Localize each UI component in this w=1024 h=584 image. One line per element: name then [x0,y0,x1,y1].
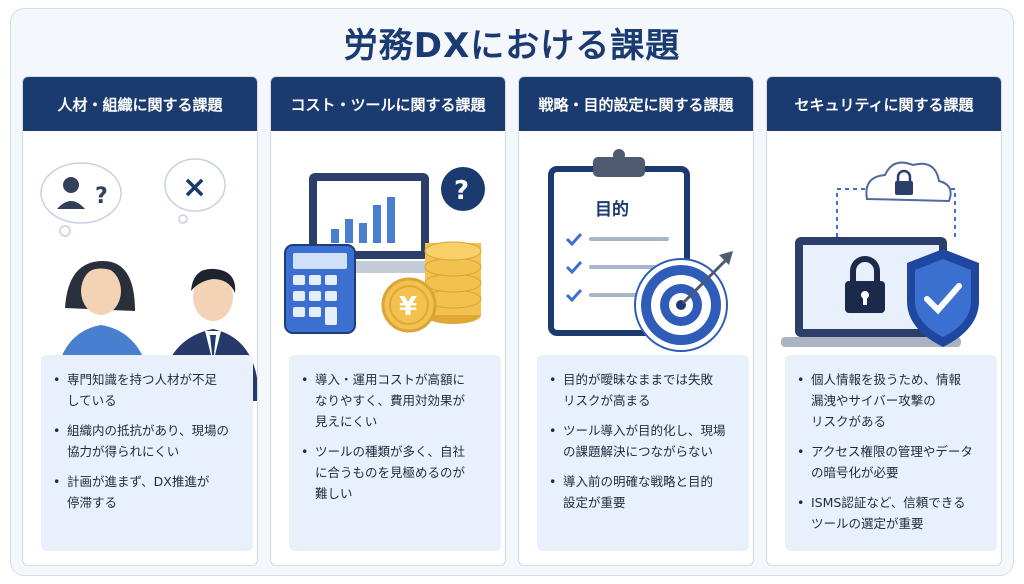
cost-illustration: ? ¥ [284,167,485,334]
coin-symbol-text: ¥ [399,292,417,322]
card-title: セキュリティに関する課題 [767,77,1001,131]
card-people-organization: 人材・組織に関する課題 ? × [22,76,258,566]
list-item: •計画が進まず、DX推進が 停滞する [53,474,210,510]
clipboard-label: 目的 [595,199,629,220]
card-title: 人材・組織に関する課題 [23,77,257,131]
question-circle-icon: ? [441,167,485,211]
security-illustration [781,161,979,347]
list-item: •アクセス権限の管理やデータ の暗号化が必要 [797,444,973,480]
coin-icon: ¥ [381,277,437,333]
card-cost-tools: コスト・ツールに関する課題 ? [270,76,506,566]
strategy-illustration: 目的 [548,149,733,352]
card-text-box: •専門知識を持つ人材が不足 している •組織内の抵抗があり、現場の 協力が得られ… [41,355,253,551]
target-icon [634,251,733,352]
card-title: コスト・ツールに関する課題 [271,77,505,131]
card-text-box: •個人情報を扱うため、情報 漏洩やサイバー攻撃の リスクがある •アクセス権限の… [785,355,997,551]
page-title: 労務DXにおける課題 [343,26,681,66]
shield-check-icon [907,249,979,347]
list-item: •ツール導入が目的化し、現場 の課題解決につながらない [549,423,726,459]
cloud-lock-icon [836,161,956,237]
card-text-box: •導入・運用コストが高額に なりやすく、費用対効果が 見えにくい •ツールの種類… [289,355,501,551]
list-item: •専門知識を持つ人材が不足 している [53,372,218,408]
person-question-icon: ? [40,162,122,237]
list-item: •組織内の抵抗があり、現場の 協力が得られにくい [53,423,230,459]
cross-icon: × [164,158,226,224]
card-security: セキュリティに関する課題 •個人情報を扱うため、情報 漏洩やサイバー攻撃の リス… [766,76,1002,566]
list-item: •ツールの種類が多く、自社 に合うものを見極めるのが 難しい [301,444,466,501]
calculator-icon [284,244,356,334]
list-item: •個人情報を扱うため、情報 漏洩やサイバー攻撃の リスクがある [797,372,962,429]
bubble-cross-text: × [182,170,207,205]
list-item: •ISMS認証など、信頼できる ツールの選定が重要 [797,495,966,531]
list-item: •導入・運用コストが高額に なりやすく、費用対効果が 見えにくい [301,372,466,429]
list-item: •導入前の明確な戦略と目的 設定が重要 [549,474,714,510]
card-title: 戦略・目的設定に関する課題 [519,77,753,131]
card-text-box: •目的が曖昧なままでは失敗 リスクが高まる •ツール導入が目的化し、現場 の課題… [537,355,749,551]
bubble-question-text: ? [95,184,108,209]
list-item: •目的が曖昧なままでは失敗 リスクが高まる [549,372,714,408]
monitor-question-text: ? [454,176,469,206]
card-strategy-goals: 戦略・目的設定に関する課題 目的 •目的が曖昧なままでは失敗 リスクが高まる [518,76,754,566]
